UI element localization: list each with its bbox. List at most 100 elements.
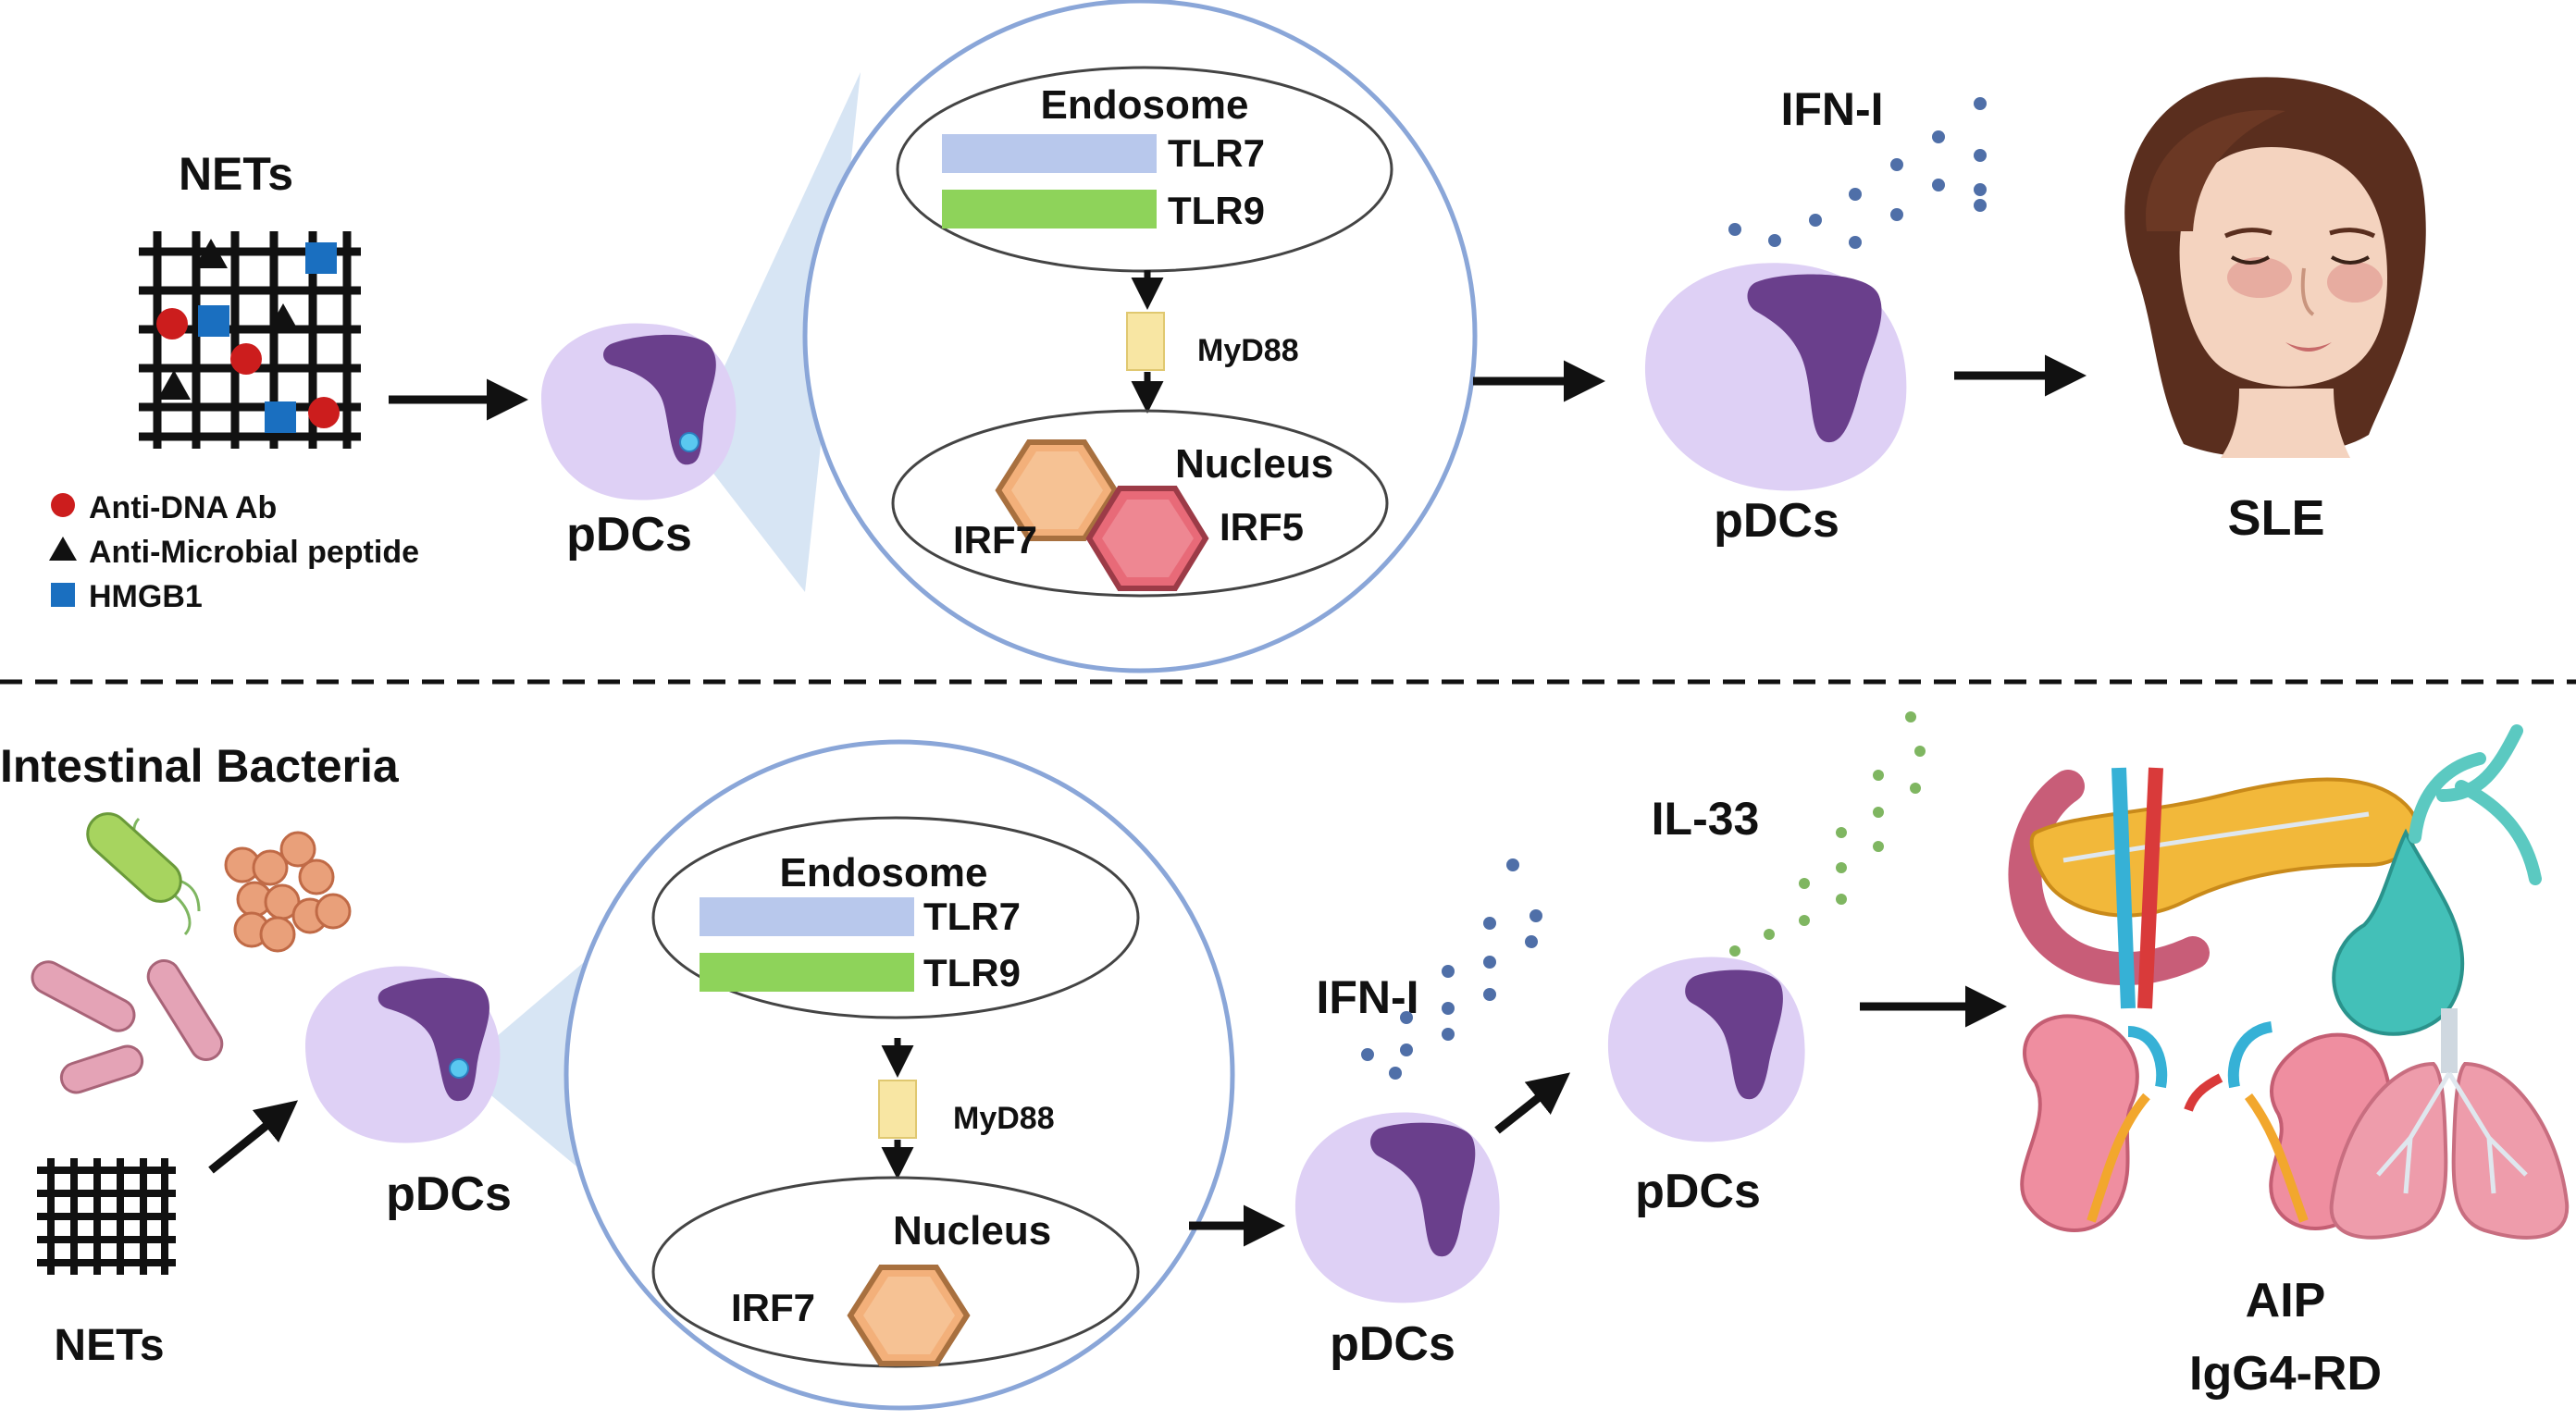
ifn-dot — [1932, 179, 1945, 191]
bottom-pdc-3-nucleus — [1685, 969, 1783, 1100]
bottom-pdc-2-nucleus — [1370, 1122, 1476, 1257]
bottom-panel: Intestinal Bacteria — [0, 711, 2570, 1411]
il33-dot — [1905, 711, 1916, 722]
top-nucleus-ellipse — [891, 409, 1389, 598]
legend-square-icon — [51, 583, 75, 607]
bottom-tlr7-label: TLR7 — [923, 895, 1021, 938]
gallbladder-icon — [2332, 724, 2542, 1036]
pancreas-icon — [2008, 767, 2420, 1009]
top-tlr7-bar — [942, 134, 1157, 173]
ifn-dot — [1849, 236, 1862, 249]
top-tlr7-label: TLR7 — [1168, 131, 1265, 175]
bottom-disease-label-2: IgG4-RD — [2189, 1347, 2382, 1401]
il33-dot — [1873, 841, 1884, 852]
bottom-pdc-label-1: pDCs — [386, 1167, 512, 1221]
ifn-dot — [1849, 188, 1862, 201]
bottom-nets-grid — [37, 1158, 176, 1275]
bottom-arrow-to-pdc-1 — [208, 1100, 299, 1174]
top-nets-molecules — [156, 239, 340, 433]
ifn-dot — [1483, 956, 1496, 969]
top-legend: Anti-DNA Ab Anti-Microbial peptide HMGB1 — [49, 490, 419, 614]
hmgb1-marker — [198, 305, 229, 337]
il33-dot — [1873, 770, 1884, 781]
bottom-ifn-dots — [1361, 858, 1542, 1080]
legend-hmgb1-label: HMGB1 — [89, 579, 203, 614]
orange-cocci-icon — [224, 831, 352, 953]
il33-dot — [1873, 807, 1884, 818]
ifn-dot — [1974, 183, 1987, 196]
bottom-pdc-label-2: pDCs — [1330, 1317, 1455, 1371]
top-tlr9-bar — [942, 190, 1157, 228]
bottom-irf7-hexagon — [847, 1265, 971, 1366]
bottom-disease-label-1: AIP — [2246, 1274, 2326, 1327]
ifn-dot — [1361, 1048, 1374, 1061]
anti-dna-marker — [308, 397, 340, 428]
ifn-dot — [1530, 909, 1542, 922]
il33-dot — [1836, 862, 1847, 873]
il33-dot — [1799, 878, 1810, 889]
ifn-dot — [1483, 917, 1496, 930]
hmgb1-marker — [265, 401, 296, 433]
il33-dot — [1910, 783, 1921, 794]
bottom-bacteria-label: Intestinal Bacteria — [0, 740, 400, 792]
top-disease-label: SLE — [2227, 490, 2324, 546]
ifn-dot — [1525, 935, 1538, 948]
top-irf7-label: IRF7 — [953, 518, 1037, 562]
bottom-endosome-ellipse — [651, 816, 1140, 1019]
bottom-myd88-label: MyD88 — [953, 1101, 1055, 1136]
bottom-pdc-cell-1 — [305, 966, 501, 1143]
bottom-myd88-box — [878, 1080, 917, 1139]
top-pdc-cell-2 — [1644, 263, 1907, 491]
ifn-dot — [1728, 223, 1741, 236]
legend-circle-icon — [51, 493, 75, 517]
top-pdc-cell-1 — [541, 323, 737, 500]
top-nucleus-label: Nucleus — [1175, 441, 1333, 487]
anti-microbial-marker — [194, 239, 228, 268]
top-panel: NETs — [49, 0, 2426, 673]
bottom-pdc-label-3: pDCs — [1635, 1165, 1761, 1218]
anti-microbial-marker — [266, 303, 300, 333]
ifn-dot — [1890, 208, 1903, 221]
ifn-dot — [1442, 965, 1455, 978]
ifn-dot — [1768, 234, 1781, 247]
sle-face-illustration — [2124, 77, 2426, 458]
bottom-nets-label: NETs — [54, 1321, 164, 1370]
anti-microbial-marker — [157, 370, 191, 400]
il33-dot — [1914, 746, 1926, 757]
bottom-tlr9-label: TLR9 — [923, 951, 1021, 994]
ifn-dot — [1400, 1043, 1413, 1056]
top-ifn-label: IFN-I — [1780, 83, 1883, 135]
hmgb1-marker — [305, 242, 337, 274]
top-zoom-cone — [689, 72, 861, 592]
anti-dna-marker — [156, 308, 188, 340]
top-nets-label: NETs — [179, 148, 293, 200]
ifn-dot — [1442, 1028, 1455, 1041]
lungs-icon — [2329, 1008, 2570, 1240]
top-endosome-label: Endosome — [1041, 82, 1249, 128]
pink-rods-icon — [31, 959, 224, 1094]
il33-dot — [1729, 945, 1740, 957]
ifn-dot — [1974, 149, 1987, 162]
bottom-pdc-cell-3 — [1607, 957, 1805, 1142]
bottom-il33-label: IL-33 — [1652, 793, 1760, 845]
top-pdc-2-nucleus — [1747, 274, 1882, 443]
top-irf7-hexagon — [995, 439, 1119, 541]
top-pdc-label-2: pDCs — [1714, 494, 1839, 548]
top-myd88-label: MyD88 — [1197, 333, 1299, 368]
top-pdc-label-1: pDCs — [566, 508, 692, 562]
top-ifn-dots — [1728, 97, 1987, 249]
anti-dna-marker — [230, 343, 262, 375]
top-irf5-label: IRF5 — [1220, 505, 1304, 549]
bottom-irf7-label: IRF7 — [731, 1286, 815, 1329]
legend-anti-dna-label: Anti-DNA Ab — [89, 490, 277, 525]
il33-dot — [1764, 929, 1775, 940]
ifn-dot — [1389, 1067, 1402, 1080]
ifn-dot — [1506, 858, 1519, 871]
bottom-endosome-label: Endosome — [780, 850, 988, 895]
bottom-pdc-cell-2 — [1294, 1112, 1500, 1303]
bottom-tlr9-bar — [700, 953, 914, 992]
top-myd88-box — [1126, 312, 1165, 371]
legend-triangle-icon — [49, 537, 77, 561]
